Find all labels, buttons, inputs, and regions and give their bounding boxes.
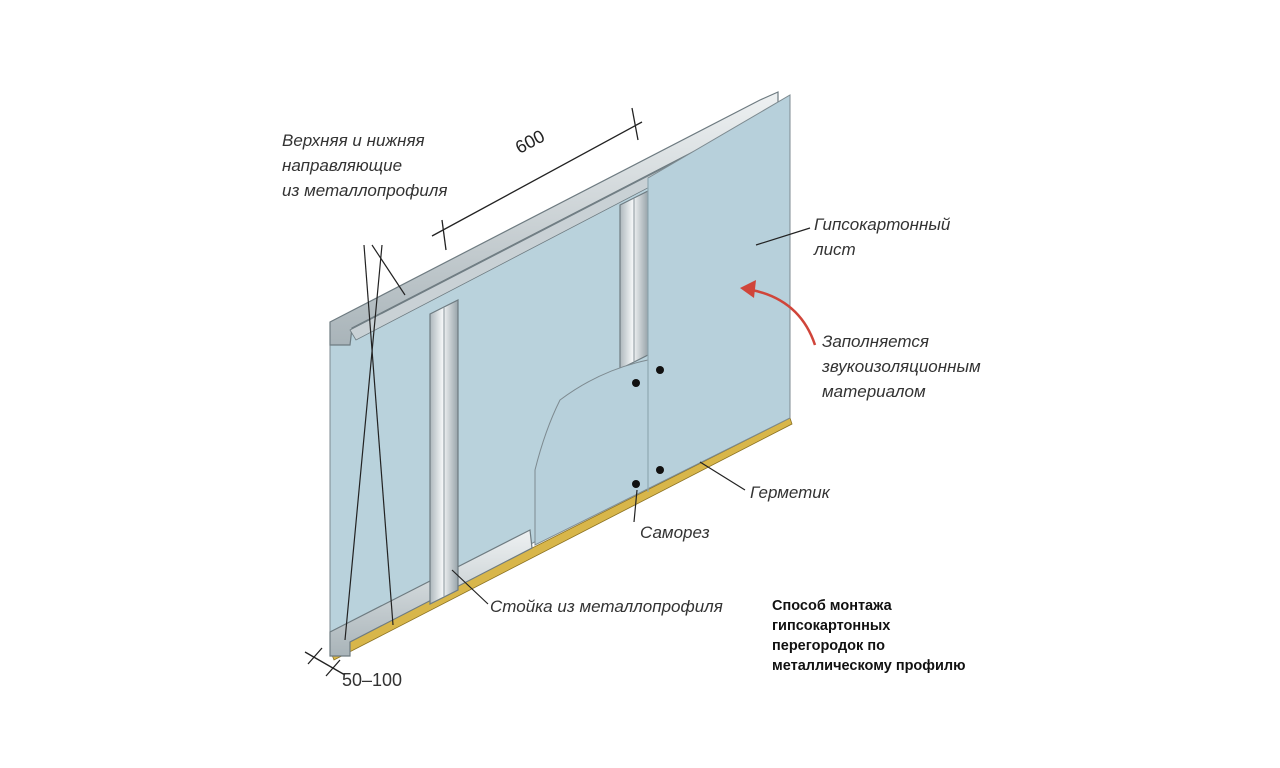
caption-line-2: гипсокартонных bbox=[772, 618, 891, 634]
dimension-600-tick-left bbox=[441, 219, 447, 251]
dimension-depth-line bbox=[304, 651, 346, 676]
label-sealant: Герметик bbox=[750, 483, 830, 502]
screw-4 bbox=[656, 466, 664, 474]
screw-leader bbox=[633, 489, 638, 523]
label-drywall-line-2: лист bbox=[814, 240, 856, 259]
label-depth: 50–100 bbox=[342, 670, 403, 690]
stud-leader bbox=[451, 569, 489, 605]
diagram-caption: Способ монтажа гипсокартонных перегородо… bbox=[772, 596, 965, 676]
label-guides: Верхняя и нижняя направляющие из металло… bbox=[282, 128, 447, 203]
guides-leader-top bbox=[371, 244, 406, 296]
insulation-arrow bbox=[751, 288, 817, 346]
insulation-arrow-head bbox=[740, 280, 756, 298]
label-insulation-line-2: звукоизоляционным bbox=[822, 357, 981, 376]
label-guides-line-2: направляющие bbox=[282, 156, 403, 175]
dimension-depth-tick-a bbox=[307, 647, 323, 665]
caption-line-3: перегородок по bbox=[772, 638, 885, 654]
label-insulation-line-3: материалом bbox=[822, 382, 926, 401]
dimension-600-tick-right bbox=[631, 107, 639, 141]
label-guides-line-1: Верхняя и нижняя bbox=[282, 131, 425, 150]
caption-line-4: металлическому профилю bbox=[772, 658, 966, 674]
screw-3 bbox=[632, 480, 640, 488]
screw-2 bbox=[656, 366, 664, 374]
label-insulation-line-1: Заполняется bbox=[822, 332, 929, 351]
guides-leader-bottom-a bbox=[363, 244, 394, 626]
dimension-depth-tick-b bbox=[325, 659, 341, 677]
screw-1 bbox=[632, 379, 640, 387]
sealant-leader bbox=[699, 461, 746, 491]
caption-line-1: Способ монтажа bbox=[772, 598, 892, 614]
label-drywall: Гипсокартонный лист bbox=[814, 212, 950, 262]
guides-leader-bottom-b bbox=[344, 244, 383, 641]
label-screw: Саморез bbox=[640, 523, 710, 542]
label-guides-line-3: из металлопрофиля bbox=[282, 181, 448, 200]
dimension-600-line bbox=[431, 121, 643, 237]
label-insulation: Заполняется звукоизоляционным материалом bbox=[822, 329, 981, 404]
drywall-leader bbox=[755, 227, 811, 246]
label-stud: Стойка из металлопрофиля bbox=[490, 597, 723, 616]
front-drywall-sheet bbox=[534, 94, 791, 546]
label-drywall-line-1: Гипсокартонный bbox=[814, 215, 951, 234]
top-guide-rail bbox=[329, 91, 779, 346]
